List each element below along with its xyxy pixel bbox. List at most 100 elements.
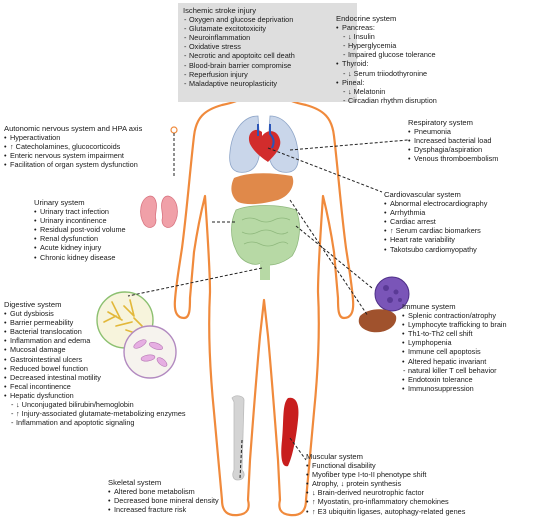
endocrine-title: Endocrine system (336, 14, 397, 23)
intestines (231, 205, 300, 266)
autonomic-title: Autonomic nervous system and HPA axis (4, 124, 143, 133)
hepatic-item: Inflammation and apoptotic signaling (4, 418, 186, 427)
cardiovascular-title: Cardiovascular system (384, 190, 461, 199)
urinary-item: Urinary tract infection (34, 207, 126, 216)
endocrine-item: ↓ Insulin (336, 32, 437, 41)
stroke-item: Oxidative stress (183, 42, 295, 51)
urinary-item: Residual post-void volume (34, 225, 126, 234)
cardiovascular-item: Heart rate variability (384, 235, 487, 244)
endocrine-item: Hyperglycemia (336, 41, 437, 50)
body-outline (173, 12, 355, 517)
autonomic-block: Autonomic nervous system and HPA axis Hy… (4, 124, 143, 170)
immune-item: Immunosuppression (402, 384, 507, 393)
respiratory-item: Pneumonia (408, 127, 498, 136)
digestive-item: Bacterial translocation (4, 327, 186, 336)
muscular-item: ↓ Brain-derived neurotrophic factor (306, 488, 465, 497)
digestive-item: Inflammation and edema (4, 336, 186, 345)
skeletal-block: Skeletal system Altered bone metabolism … (108, 478, 219, 514)
stroke-item: Reperfusion injury (183, 70, 295, 79)
skeletal-item: Increased fracture risk (108, 505, 219, 514)
digestive-item: Gut dysbiosis (4, 309, 186, 318)
immune-item: Lymphocyte trafficking to brain (402, 320, 507, 329)
heart-vessels (257, 124, 275, 149)
stroke-item: Maladaptive neuroplasticity (183, 79, 295, 88)
respiratory-title: Respiratory system (408, 118, 473, 127)
immune-item: Th1-to-Th2 cell shift (402, 329, 507, 338)
cardiovascular-block: Cardiovascular system Abnormal electroca… (384, 190, 487, 254)
muscular-item: Functional disability (306, 461, 465, 470)
immune-item: Endotoxin tolerance (402, 375, 507, 384)
muscular-item: ↑ E3 ubiquitin ligases, autophagy-relate… (306, 507, 465, 516)
autonomic-item: Hyperactivation (4, 133, 142, 142)
immune-item: Immune cell apoptosis (402, 347, 507, 356)
digestive-item: Reduced bowel function (4, 364, 186, 373)
spleen-cell (374, 276, 410, 312)
stroke-item: Glutamate excitotoxicity (183, 24, 295, 33)
autonomic-item: ↑ Catecholamines, glucocorticoids (4, 142, 142, 151)
hpa-marker (170, 126, 178, 134)
immune-title: Immune system (402, 302, 456, 311)
spleen (358, 309, 397, 333)
endocrine-item: Impaired glucose tolerance (336, 50, 437, 59)
respiratory-item: Increased bacterial load (408, 136, 498, 145)
endocrine-item: Circadian rhythm disruption (336, 96, 437, 105)
urinary-item: Acute kidney injury (34, 243, 126, 252)
right-lung (267, 115, 299, 173)
endocrine-item: ↓ Serum triiodothyronine (336, 69, 437, 78)
immune-item: Splenic contraction/atrophy (402, 311, 507, 320)
cardiovascular-item: Arrhythmia (384, 208, 487, 217)
digestive-item: Hepatic dysfunction (4, 391, 186, 400)
endocrine-pineal: Pineal: (336, 78, 437, 87)
digestive-item: Decreased intestinal motility (4, 373, 186, 382)
immune-block: Immune system Splenic contraction/atroph… (402, 302, 507, 393)
cardiovascular-item: ↑ Serum cardiac biomarkers (384, 226, 487, 235)
digestive-block: Digestive system Gut dysbiosis Barrier p… (4, 300, 186, 427)
endocrine-item: ↓ Melatonin (336, 87, 437, 96)
urinary-title: Urinary system (34, 198, 85, 207)
urinary-block: Urinary system Urinary tract infection U… (34, 198, 126, 262)
cardiovascular-item: Takotsubo cardiomyopathy (384, 245, 487, 254)
autonomic-item: Facilitation of organ system dysfunction (4, 160, 142, 169)
cardiovascular-item: Cardiac arrest (384, 217, 487, 226)
leg-bone (231, 395, 245, 481)
stroke-injury-block: Ischemic stroke injury Oxygen and glucos… (183, 6, 295, 88)
urinary-item: Chronic kidney disease (34, 253, 126, 262)
hepatic-item: ↑ Injury-associated glutamate-metabolizi… (4, 409, 186, 418)
skeletal-title: Skeletal system (108, 478, 162, 487)
immune-item: Lymphopenia (402, 338, 507, 347)
left-kidney (140, 195, 157, 228)
respiratory-block: Respiratory system Pneumonia Increased b… (408, 118, 498, 164)
urinary-item: Urinary incontinence (34, 216, 126, 225)
liver (231, 173, 294, 205)
leg-muscle (281, 397, 299, 467)
digestive-item: Fecal incontinence (4, 382, 186, 391)
intestine-folds (241, 217, 291, 247)
respiratory-item: Dysphagia/aspiration (408, 145, 498, 154)
stroke-item: Oxygen and glucose deprivation (183, 15, 295, 24)
right-kidney (161, 195, 178, 228)
digestive-item: Barrier permeability (4, 318, 186, 327)
connector-lines (127, 27, 409, 479)
rectum (260, 262, 270, 280)
muscular-item: Myofiber type I-to-II phenotype shift (306, 470, 465, 479)
muscular-item: Atrophy, ↓ protein synthesis (306, 479, 465, 488)
skeletal-item: Altered bone metabolism (108, 487, 219, 496)
urinary-item: Renal dysfunction (34, 234, 126, 243)
endocrine-thyroid: Thyroid: (336, 59, 437, 68)
immune-item-continued: natural killer T cell behavior (402, 366, 507, 375)
digestive-title: Digestive system (4, 300, 62, 309)
stroke-item: Blood-brain barrier compromise (183, 61, 295, 70)
left-lung (229, 115, 261, 173)
digestive-item: Gastrointestinal ulcers (4, 355, 186, 364)
muscular-title: Muscular system (306, 452, 363, 461)
digestive-item: Mucosal damage (4, 345, 186, 354)
autonomic-item: Enteric nervous system impairment (4, 151, 142, 160)
stroke-title: Ischemic stroke injury (183, 6, 257, 15)
cardiovascular-item: Abnormal electrocardiography (384, 199, 487, 208)
endocrine-pancreas: Pancreas: (336, 23, 437, 32)
skeletal-item: Decreased bone mineral density (108, 496, 219, 505)
stroke-item: Neuroinflammation (183, 33, 295, 42)
muscular-item: ↑ Myostatin, pro-inflammatory chemokines (306, 497, 465, 506)
respiratory-item: Venous thromboembolism (408, 154, 498, 163)
spleen-texture (383, 285, 402, 303)
